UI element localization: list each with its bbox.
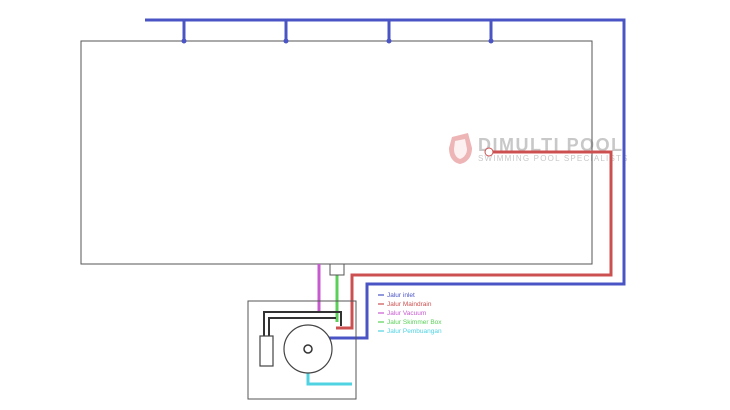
pool-shield-inner (454, 139, 467, 159)
skimmer-box (329, 263, 345, 276)
inlet-pipe (145, 18, 626, 340)
inlet-nozzle (181, 38, 187, 44)
filter-valve (303, 344, 313, 354)
legend-label-maindrain: Jalur Maindrain (387, 301, 432, 308)
watermark: DIMULTI POOL SWIMMING POOL SPECIALISTS (449, 133, 629, 164)
filter-pipework (263, 311, 342, 336)
inlet-nozzles (181, 38, 494, 44)
maindrain-outlet (484, 147, 494, 157)
maindrain-pipe (336, 150, 613, 330)
legend-label-skimmer: Jalur Skimmer Box (387, 319, 442, 326)
inlet-nozzle (488, 38, 494, 44)
watermark-subtitle: SWIMMING POOL SPECIALISTS (478, 154, 629, 163)
pump-motor (259, 335, 274, 367)
inlet-nozzle (283, 38, 289, 44)
legend-label-inlet: Jalur inlet (387, 292, 415, 299)
legend-label-vacuum: Jalur Vacuum (387, 310, 426, 317)
watermark-title: DIMULTI POOL (478, 135, 624, 155)
inlet-nozzle (386, 38, 392, 44)
pump-room (247, 300, 357, 400)
legend-label-pembuangan: Jalur Pembuangan (387, 328, 442, 335)
